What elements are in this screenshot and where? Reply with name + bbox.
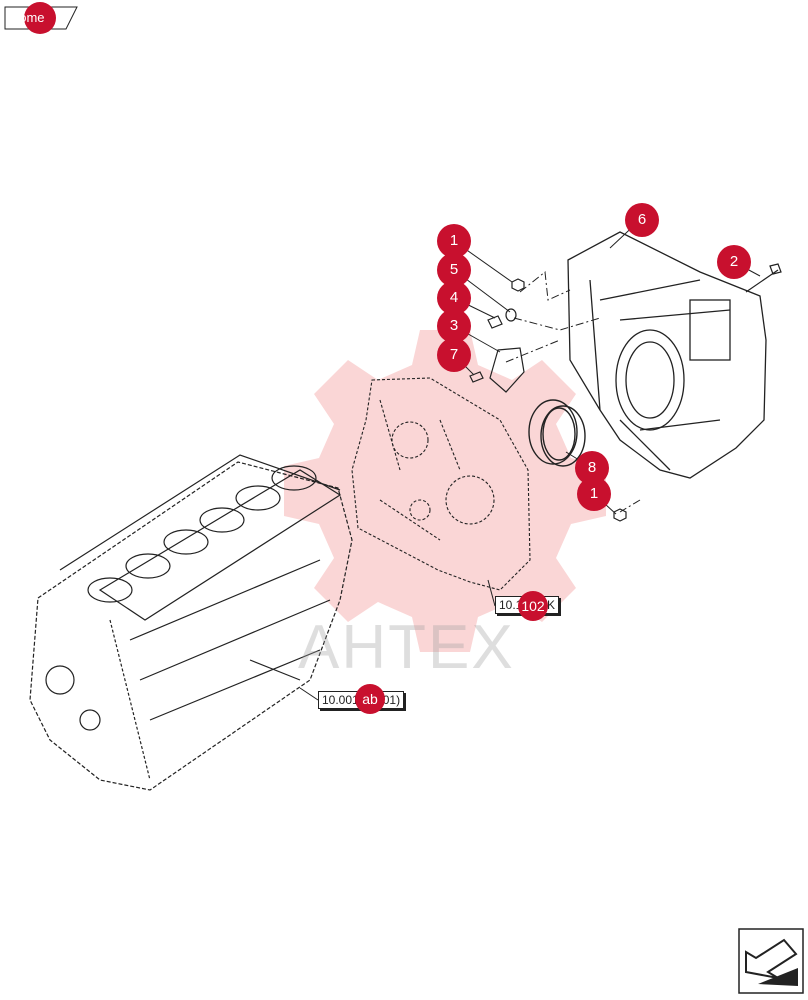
- home-button[interactable]: home: [4, 2, 78, 34]
- callout-3[interactable]: 3: [437, 309, 471, 343]
- home-dot: [24, 2, 56, 34]
- callout-7[interactable]: 7: [437, 338, 471, 372]
- callout-2[interactable]: 2: [717, 245, 751, 279]
- home-label: home: [12, 10, 45, 25]
- timing-plate-drawing: [351, 377, 531, 591]
- callout-6[interactable]: 6: [625, 203, 659, 237]
- seal-ring-drawing: [528, 399, 586, 467]
- reference-link-10-102-ak[interactable]: 10.102.AK 102: [495, 591, 560, 621]
- reference-dot: 102: [518, 591, 548, 621]
- watermark-gear-icon: [284, 330, 606, 652]
- callout-1-top[interactable]: 1: [437, 224, 471, 258]
- reference-link-10-001-ab[interactable]: 10.001.ab (01) ab: [318, 684, 405, 714]
- reference-dot: ab: [355, 684, 385, 714]
- watermark-text: AHTEX: [298, 613, 515, 682]
- engine-block-drawing: [29, 454, 353, 791]
- flywheel-housing-drawing: [567, 231, 767, 479]
- next-page-arrow-icon[interactable]: [738, 928, 804, 994]
- callout-1-bottom[interactable]: 1: [577, 477, 611, 511]
